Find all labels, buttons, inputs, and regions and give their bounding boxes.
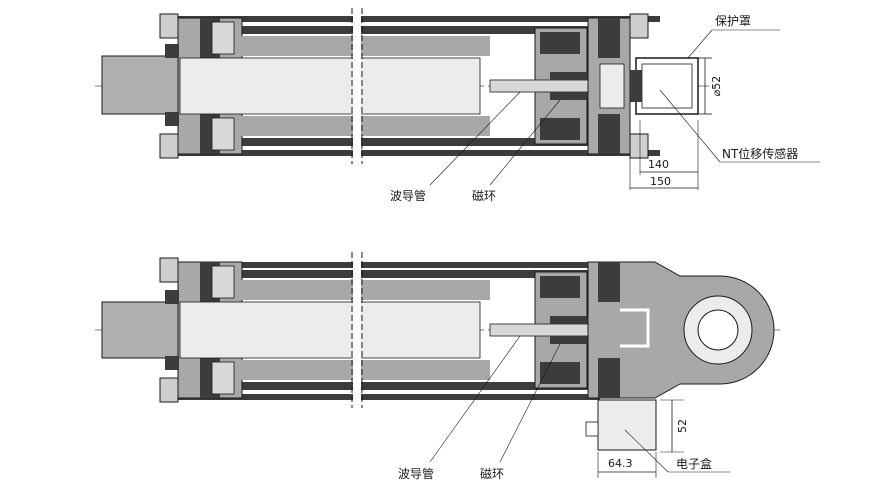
bottom-dim-64-3: 64.3 bbox=[608, 457, 633, 470]
top-piston-rod bbox=[101, 55, 183, 115]
label-bottom-magnetic-ring: 磁环 bbox=[480, 466, 504, 481]
label-bottom-waveguide: 波导管 bbox=[398, 466, 434, 481]
bottom-rear-clevis bbox=[587, 261, 775, 399]
top-cylinder: ⌀52 140 150 保护罩 NT位移传感器 波导管 磁环 bbox=[95, 8, 820, 203]
top-barrel-wall-upper bbox=[240, 26, 590, 34]
label-top-magnetic-ring: 磁环 bbox=[472, 188, 496, 203]
bottom-piston-rod bbox=[101, 301, 183, 359]
label-top-waveguide: 波导管 bbox=[390, 188, 426, 203]
label-electronic-box: 电子盒 bbox=[676, 456, 712, 471]
bottom-dim-52: 52 bbox=[676, 419, 689, 433]
bottom-electronic-box bbox=[597, 399, 657, 451]
top-sensor-head bbox=[630, 70, 642, 102]
top-dim-diameter: ⌀52 bbox=[710, 76, 723, 97]
top-nut-lower bbox=[159, 133, 179, 159]
label-nt-sensor: NT位移传感器 bbox=[722, 146, 798, 161]
top-barrel-wall-lower bbox=[240, 138, 590, 146]
bottom-cylinder: 52 64.3 电子盒 波导管 磁环 bbox=[95, 252, 780, 481]
top-nut-upper bbox=[159, 13, 179, 39]
label-protective-cover: 保护罩 bbox=[715, 14, 751, 28]
top-dim-150: 150 bbox=[650, 175, 671, 188]
top-protective-cover bbox=[635, 57, 699, 115]
top-dim-140: 140 bbox=[648, 158, 669, 171]
